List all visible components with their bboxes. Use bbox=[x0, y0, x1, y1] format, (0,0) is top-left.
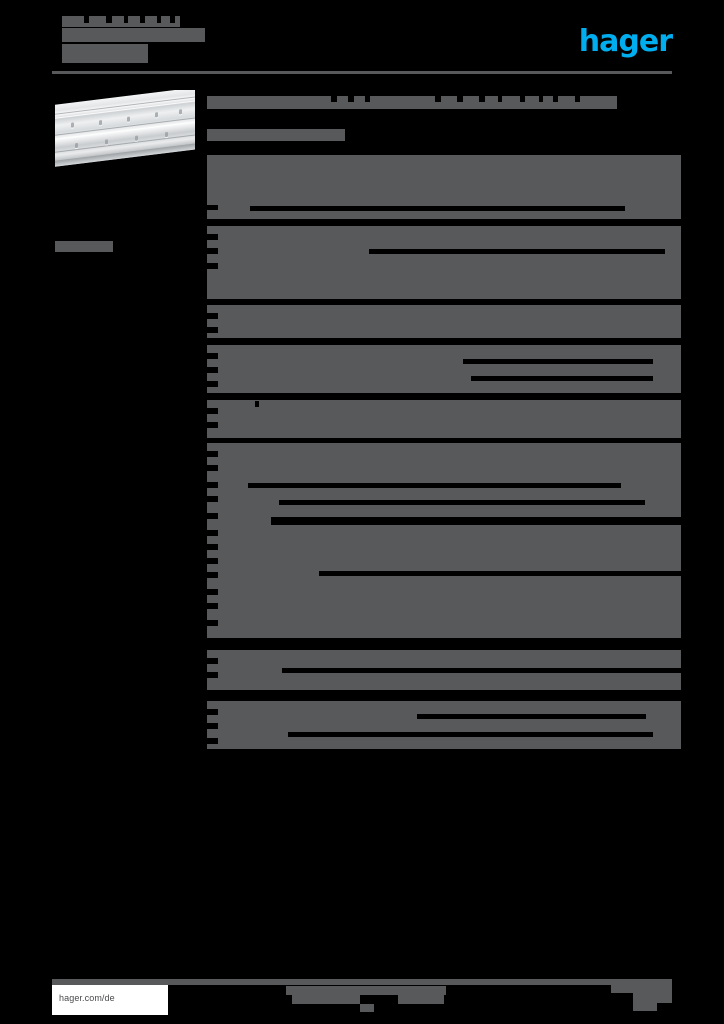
title-word-gap bbox=[157, 16, 161, 23]
product-image bbox=[55, 90, 195, 168]
product-heading-redacted bbox=[207, 96, 617, 109]
spec-row-redaction-gap bbox=[463, 359, 653, 364]
title-line-1-redacted bbox=[62, 16, 180, 27]
heading-word-gap bbox=[479, 96, 485, 102]
spec-row-redaction-gap bbox=[207, 723, 218, 729]
footer-url-box[interactable]: hager.com/de bbox=[52, 985, 168, 1015]
spec-row-redaction-gap bbox=[282, 668, 681, 673]
hager-logo: hager bbox=[578, 24, 673, 59]
heading-word-gap bbox=[575, 96, 580, 102]
spec-row-redaction-gap bbox=[207, 408, 218, 414]
heading-word-gap bbox=[348, 96, 354, 102]
heading-word-gap bbox=[365, 96, 370, 102]
spec-group bbox=[207, 345, 681, 393]
page-number-gap bbox=[611, 993, 633, 1011]
mounting-rail-illustration bbox=[55, 90, 195, 168]
rail-perforation bbox=[127, 116, 130, 122]
rail-perforation bbox=[105, 139, 108, 145]
spec-row-redaction-gap bbox=[207, 248, 218, 254]
rail-perforation bbox=[179, 109, 182, 115]
footer-center-text-redacted bbox=[398, 995, 444, 1004]
title-line-2-redacted bbox=[62, 28, 205, 42]
spec-row-redaction-gap bbox=[207, 205, 218, 210]
spec-row-redaction-gap bbox=[207, 672, 218, 678]
heading-word-gap bbox=[553, 96, 558, 102]
title-word-gap bbox=[106, 16, 112, 23]
spec-row-redaction-gap bbox=[207, 709, 218, 715]
spec-row-redaction-gap bbox=[207, 530, 218, 536]
rail-perforation bbox=[75, 142, 78, 149]
spec-group bbox=[207, 155, 681, 219]
spec-row-redaction-gap bbox=[207, 465, 218, 471]
rail-groove bbox=[55, 116, 195, 137]
spec-row-redaction-gap bbox=[471, 376, 653, 381]
spec-row-redaction-gap bbox=[248, 483, 621, 488]
footer-page-number-redacted bbox=[611, 985, 672, 1011]
page-number-gap bbox=[657, 1003, 672, 1011]
spec-row-redaction-gap bbox=[271, 517, 681, 525]
spec-row-redaction-gap bbox=[369, 249, 665, 254]
spec-group bbox=[207, 443, 681, 638]
heading-word-gap bbox=[331, 96, 337, 102]
spec-row-redaction-gap bbox=[207, 496, 218, 502]
footer-center-text-redacted bbox=[292, 995, 360, 1004]
spec-row-redaction-gap bbox=[255, 401, 259, 407]
product-subheading-redacted bbox=[207, 129, 345, 141]
spec-row-redaction-gap bbox=[207, 422, 218, 428]
rail-perforation bbox=[165, 131, 168, 138]
rail-perforation bbox=[155, 112, 158, 118]
document-title-redacted bbox=[62, 16, 212, 64]
spec-row-redaction-gap bbox=[250, 206, 625, 211]
title-line-3-redacted bbox=[62, 44, 148, 63]
title-word-gap bbox=[170, 16, 175, 23]
page-header: hager bbox=[0, 0, 724, 80]
sidebar-label-redacted bbox=[55, 241, 113, 252]
spec-row-redaction-gap bbox=[279, 500, 645, 505]
spec-row-redaction-gap bbox=[207, 353, 218, 359]
rail-groove bbox=[55, 95, 195, 116]
spec-row-redaction-gap bbox=[207, 572, 218, 578]
spec-row-redaction-gap bbox=[207, 313, 218, 319]
heading-word-gap bbox=[435, 96, 441, 102]
spec-row-redaction-gap bbox=[207, 558, 218, 564]
spec-row-redaction-gap bbox=[207, 451, 218, 457]
spec-row-redaction-gap bbox=[288, 732, 653, 737]
rail-perforation bbox=[135, 135, 138, 141]
spec-row-redaction-gap bbox=[207, 589, 218, 595]
heading-word-gap bbox=[498, 96, 502, 102]
spec-row-redaction-gap bbox=[207, 658, 218, 664]
spec-row-redaction-gap bbox=[207, 234, 218, 240]
heading-word-gap bbox=[520, 96, 525, 102]
spec-row-redaction-gap bbox=[319, 571, 681, 576]
spec-row-redaction-gap bbox=[207, 327, 218, 333]
title-word-gap bbox=[140, 16, 145, 23]
spec-group bbox=[207, 400, 681, 438]
spec-group bbox=[207, 226, 681, 299]
rail-perforation bbox=[71, 122, 74, 128]
footer-center-text-redacted bbox=[360, 1004, 374, 1012]
header-divider bbox=[52, 71, 672, 74]
spec-group bbox=[207, 650, 681, 690]
footer-center-text-redacted bbox=[286, 986, 446, 995]
spec-row-redaction-gap bbox=[207, 603, 218, 609]
spec-row-redaction-gap bbox=[417, 714, 646, 719]
heading-word-gap bbox=[539, 96, 543, 102]
spec-group bbox=[207, 701, 681, 749]
heading-word-gap bbox=[457, 96, 463, 102]
spec-group bbox=[207, 305, 681, 338]
spec-row-redaction-gap bbox=[207, 544, 218, 550]
spec-row-redaction-gap bbox=[207, 620, 218, 626]
spec-row-redaction-gap bbox=[207, 263, 218, 269]
spec-row-redaction-gap bbox=[207, 513, 218, 519]
rail-groove bbox=[55, 99, 195, 120]
spec-row-redaction-gap bbox=[207, 738, 218, 744]
spec-row-redaction-gap bbox=[207, 381, 218, 387]
footer-divider bbox=[52, 979, 672, 985]
spec-row-redaction-gap bbox=[207, 367, 218, 373]
rail-perforation bbox=[99, 119, 102, 126]
title-word-gap bbox=[84, 16, 89, 23]
spec-row-redaction-gap bbox=[207, 482, 218, 488]
footer-url[interactable]: hager.com/de bbox=[59, 993, 115, 1003]
title-word-gap bbox=[124, 16, 128, 23]
